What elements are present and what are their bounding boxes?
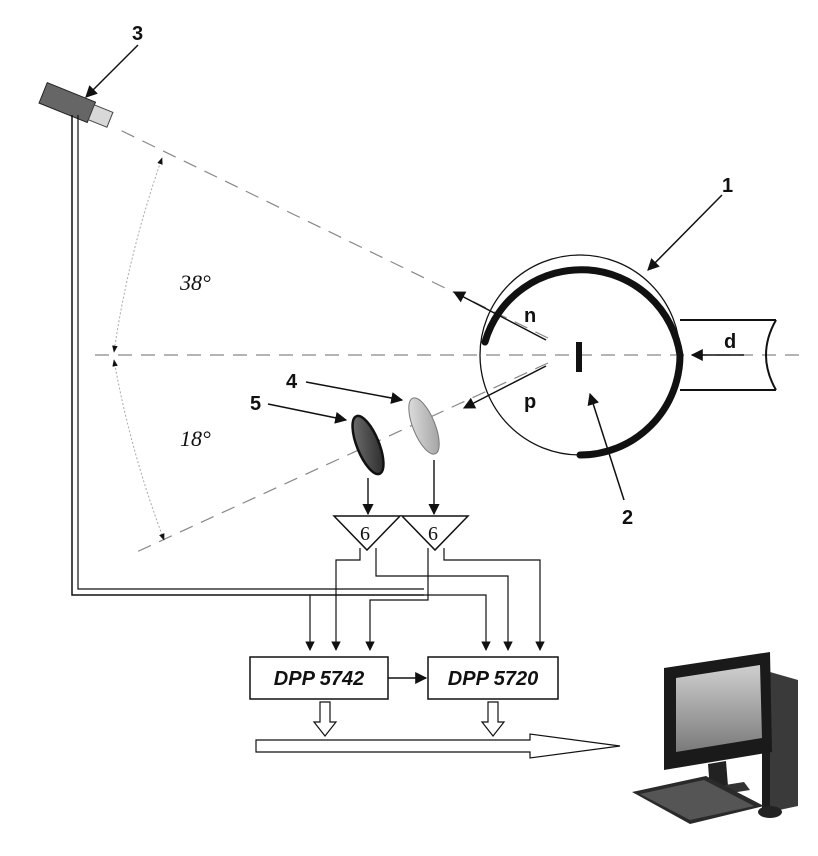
pointer-3 [85, 44, 139, 98]
angle-arc-38 [112, 157, 163, 353]
amplifier-right [400, 515, 470, 552]
label-5: 5 [250, 393, 261, 415]
pointer-4 [305, 381, 404, 404]
label-3: 3 [132, 23, 143, 45]
neutron-arrow [452, 291, 547, 341]
label-2: 2 [622, 507, 633, 529]
pointer-1 [647, 194, 723, 271]
label-1: 1 [722, 175, 733, 197]
pointer-2 [587, 392, 625, 501]
dpp-5720-label: DPP 5720 [448, 668, 538, 690]
amp-left-label: 6 [360, 523, 370, 545]
proton-arrow [462, 365, 547, 409]
dpp-5742-label: DPP 5742 [274, 668, 364, 690]
dpp-5720-box [427, 656, 559, 700]
pointer-5 [267, 403, 348, 424]
dpp-a-output-arrow [312, 701, 338, 737]
chamber-wall-thick [481, 266, 684, 459]
beam-pipe [680, 319, 777, 391]
data-bus-arrow [255, 733, 621, 759]
label-p: p [524, 391, 536, 413]
line-18deg [129, 362, 549, 556]
angle-label-upper: 38° [179, 270, 211, 295]
amplifier-left [332, 515, 402, 552]
angle-arc-18 [112, 359, 165, 541]
cable-3-outer [71, 115, 424, 596]
target [576, 342, 582, 372]
label-4: 4 [286, 371, 298, 393]
label-d: d [724, 331, 736, 353]
neutron-detector-icon [38, 81, 114, 128]
amp-right-label: 6 [428, 523, 438, 545]
dpp-b-output-arrow [480, 701, 506, 737]
label-n: n [524, 305, 536, 327]
signal-wiring [305, 548, 545, 651]
detector-5 [351, 414, 385, 476]
desktop-computer-icon [632, 652, 798, 824]
cable-3-inner [77, 115, 424, 590]
detector-4 [408, 397, 440, 455]
angle-label-lower: 18° [180, 426, 211, 451]
